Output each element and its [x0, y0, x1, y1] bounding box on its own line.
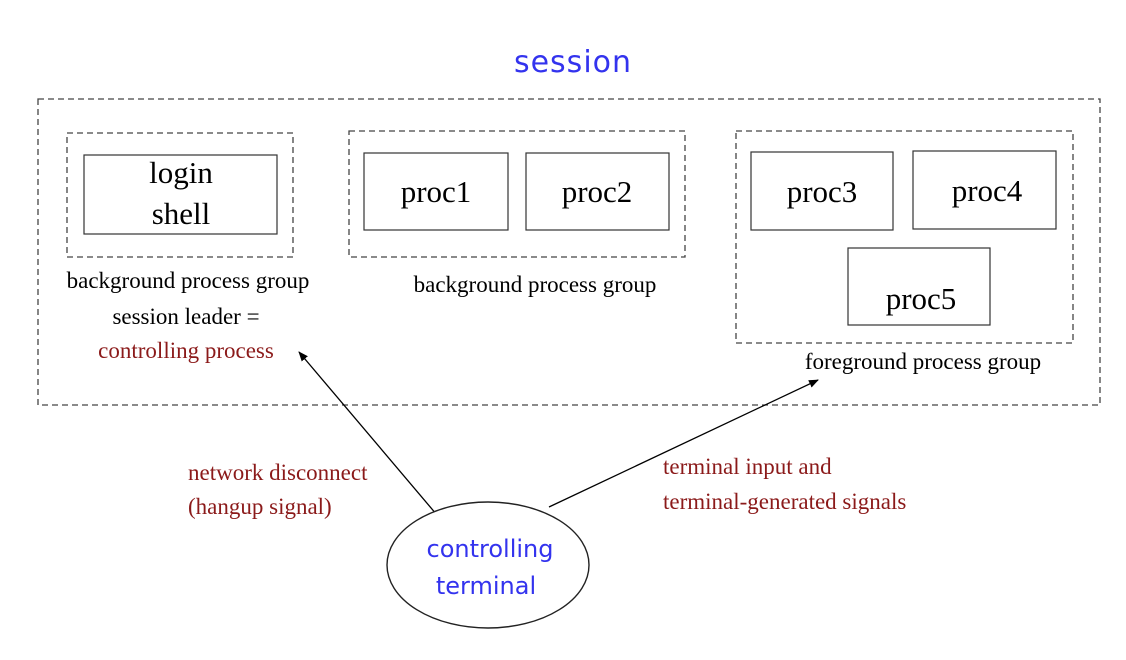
- proc4-box: [912, 150, 1057, 230]
- proc1-box: [363, 152, 509, 231]
- login-process-group-box: [66, 132, 294, 258]
- proc5-box: [847, 247, 991, 326]
- hangup-signal-label: (hangup signal): [188, 494, 332, 519]
- session-box: [37, 98, 1101, 406]
- proc2-box: [525, 152, 670, 231]
- proc3-label: proc3: [787, 174, 858, 209]
- background-group-label: background process group: [414, 272, 657, 297]
- foreground-group-label: foreground process group: [805, 349, 1041, 374]
- proc4-label: proc4: [952, 173, 1023, 208]
- terminal-input-label: terminal input and: [663, 454, 832, 479]
- login-shell-label-line2: shell: [152, 196, 211, 231]
- session-title: session: [514, 45, 632, 80]
- proc2-label: proc2: [562, 174, 633, 209]
- foreground-process-group-box: [735, 130, 1074, 344]
- proc1-label: proc1: [401, 174, 472, 209]
- terminal-label-line1: controlling: [427, 535, 554, 563]
- background-process-group-box: [348, 130, 686, 258]
- login-group-label: background process group: [67, 268, 310, 293]
- terminal-input-arrow: [548, 379, 819, 508]
- login-shell-label-line1: login: [149, 155, 213, 190]
- proc3-box: [750, 151, 894, 231]
- terminal-signals-label: terminal-generated signals: [663, 489, 906, 514]
- session-leader-label: session leader =: [112, 304, 259, 329]
- controlling-process-label: controlling process: [98, 338, 274, 363]
- terminal-label-line2: terminal: [436, 572, 536, 600]
- controlling-terminal-ellipse: [386, 501, 590, 629]
- network-disconnect-label: network disconnect: [188, 460, 368, 485]
- hangup-arrow: [298, 351, 438, 516]
- proc5-label: proc5: [886, 281, 957, 316]
- login-shell-box: [83, 154, 278, 235]
